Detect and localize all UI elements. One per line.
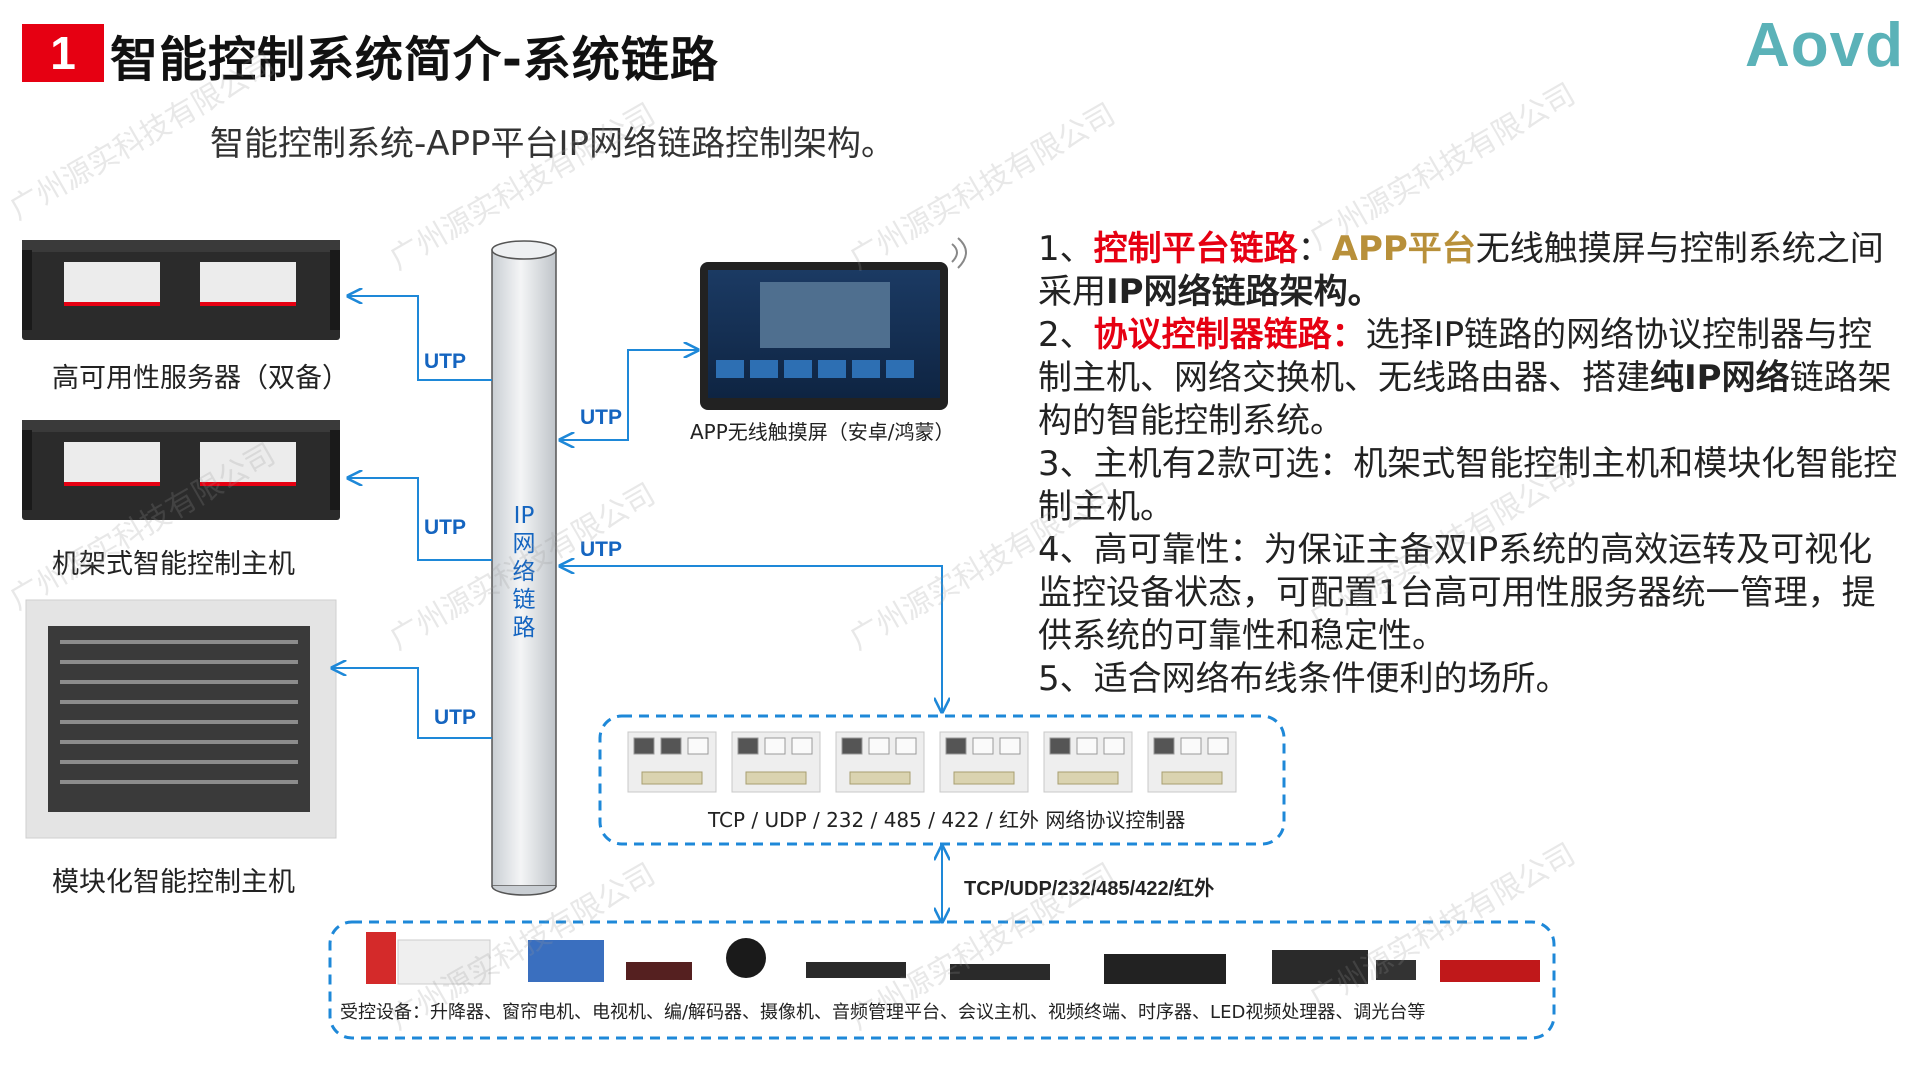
utp-label: UTP xyxy=(580,538,622,561)
utp-label: UTP xyxy=(424,516,466,539)
network-protocol-controller xyxy=(835,731,925,793)
modular-host-image xyxy=(25,599,337,839)
ip-link-char: 网 xyxy=(512,531,536,557)
page-title: 智能控制系统简介-系统链路 xyxy=(110,32,719,88)
modular-host-label: 模块化智能控制主机 xyxy=(52,867,295,898)
network-protocol-controller xyxy=(1147,731,1237,793)
desc-bold: 纯IP网络 xyxy=(1650,358,1790,398)
network-protocol-controller xyxy=(939,731,1029,793)
utp-connectors xyxy=(332,296,942,922)
desc-app-platform: APP平台 xyxy=(1331,229,1476,269)
desc-tail: 链路架构的智能控制系统。 xyxy=(1038,358,1892,441)
controller-link-label: TCP/UDP/232/485/422/红外 xyxy=(964,878,1215,900)
server-label: 高可用性服务器（双备） xyxy=(52,363,349,394)
controlled-devices-caption: 受控设备：升降器、窗帘电机、电视机、编/解码器、摄像机、音频管理平台、会议主机、… xyxy=(340,1002,1426,1023)
server-rack-image xyxy=(22,240,340,340)
ip-link-label: IP 网 络 链 路 xyxy=(508,502,540,642)
utp-label: UTP xyxy=(434,706,476,729)
ip-link-char: IP xyxy=(513,503,535,529)
utp-label: UTP xyxy=(580,406,622,429)
desc-text: 无线触摸屏与控制系统之间采用 xyxy=(1038,229,1884,312)
subtitle: 智能控制系统-APP平台IP网络链路控制架构。 xyxy=(210,124,896,164)
desc-highlight: 协议控制器链路： xyxy=(1093,315,1366,355)
touch-panel-image xyxy=(700,237,967,410)
desc-item-4: 4、高可靠性：为保证主备双IP系统的高效运转及可视化监控设备状态，可配置1台高可… xyxy=(1038,530,1876,656)
ip-link-char: 络 xyxy=(512,559,536,585)
desc-item-1: 1、控制平台链路：APP平台无线触摸屏与控制系统之间采用IP网络链路架构。 xyxy=(1000,228,1900,314)
brand-logo: Aovd xyxy=(1745,11,1904,80)
controller-group-box xyxy=(598,714,1286,846)
desc-bold: IP网络链路架构。 xyxy=(1106,272,1382,312)
desc-sep: ： xyxy=(1297,229,1332,269)
controlled-devices-box xyxy=(328,920,1556,1040)
desc-prefix: 1、 xyxy=(1038,229,1094,269)
desc-item-2: 2、协议控制器链路：选择IP链路的网络协议控制器与控制主机、网络交换机、无线路由… xyxy=(1000,314,1900,443)
ip-link-char: 路 xyxy=(512,615,536,641)
desc-highlight: 控制平台链路 xyxy=(1093,229,1298,269)
rack-host-label: 机架式智能控制主机 xyxy=(52,549,295,580)
ip-link-char: 链 xyxy=(512,587,536,613)
network-protocol-controller xyxy=(1043,731,1133,793)
touch-panel-label: APP无线触摸屏（安卓/鸿蒙） xyxy=(690,420,955,444)
desc-prefix: 2、 xyxy=(1038,315,1094,355)
ip-network-column xyxy=(491,240,557,896)
slide-number: 1 xyxy=(22,24,104,82)
network-protocol-controller xyxy=(731,731,821,793)
network-protocol-controller xyxy=(627,731,717,793)
desc-text: 选择IP链路的网络协议控制器与控制主机、网络交换机、无线路由器、搭建 xyxy=(1038,315,1873,398)
utp-label: UTP xyxy=(424,350,466,373)
controlled-device-icons xyxy=(366,932,1540,985)
controller-caption: TCP / UDP / 232 / 485 / 422 / 红外 网络协议控制器 xyxy=(708,808,1186,832)
controller-modules xyxy=(627,731,1237,793)
desc-item-5: 5、适合网络布线条件便利的场所。 xyxy=(1038,659,1570,699)
desc-item-3: 3、主机有2款可选：机架式智能控制主机和模块化智能控制主机。 xyxy=(1038,444,1898,527)
rack-host-image xyxy=(22,420,340,520)
description-panel: 1、控制平台链路：APP平台无线触摸屏与控制系统之间采用IP网络链路架构。 2、… xyxy=(1000,228,1900,701)
